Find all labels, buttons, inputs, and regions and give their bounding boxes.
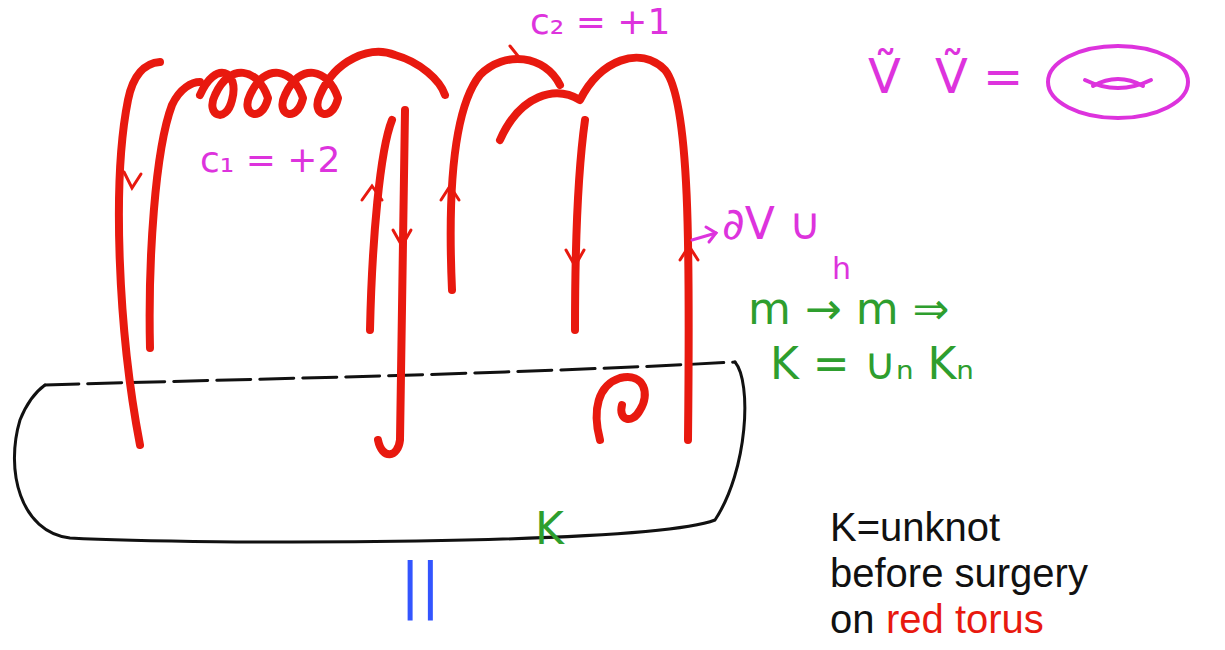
red-arch [500, 58, 689, 440]
note-text: on [830, 597, 875, 641]
arrow-tick [393, 230, 411, 246]
coefficient-label: c₂ = +1 [530, 2, 670, 42]
orientation-ticks [124, 46, 698, 266]
arrow-tick [505, 46, 518, 62]
torus-outline [1048, 46, 1188, 118]
red-hook [597, 377, 645, 440]
arrow-tick [124, 172, 141, 188]
gluing-map-label: h [832, 252, 851, 285]
arrow-tick [680, 246, 698, 260]
torus-hole [1093, 79, 1143, 86]
red-strand [370, 120, 392, 330]
knot-name: K [535, 505, 564, 553]
note-text: K=unknot [830, 505, 1000, 549]
arrow-tick [566, 250, 584, 266]
red-strand [150, 82, 200, 348]
arrow-tick [441, 186, 459, 200]
math-note: m → m ⇒ [748, 285, 949, 333]
note-text: red torus [886, 597, 1044, 641]
red-coils [200, 52, 445, 115]
arrow-tick [362, 186, 382, 200]
math-note: K = ∪ₙ Kₙ [770, 340, 974, 388]
coefficient-label: c₁ = +2 [200, 140, 340, 180]
boundary-label: ∂V ∪ [722, 200, 821, 248]
red-strand [575, 120, 585, 330]
torus-hole [1085, 80, 1151, 88]
equals-sign: || [400, 552, 440, 618]
note-text: before surgery [830, 551, 1088, 595]
solid-torus-label: Ṽ = [935, 50, 1023, 103]
arrow-head [706, 227, 716, 242]
pointer-arrow [692, 227, 716, 242]
red-torus-curves [119, 52, 689, 454]
solid-torus-label: Ṽ [868, 50, 901, 103]
torus-sketch [1048, 46, 1188, 118]
